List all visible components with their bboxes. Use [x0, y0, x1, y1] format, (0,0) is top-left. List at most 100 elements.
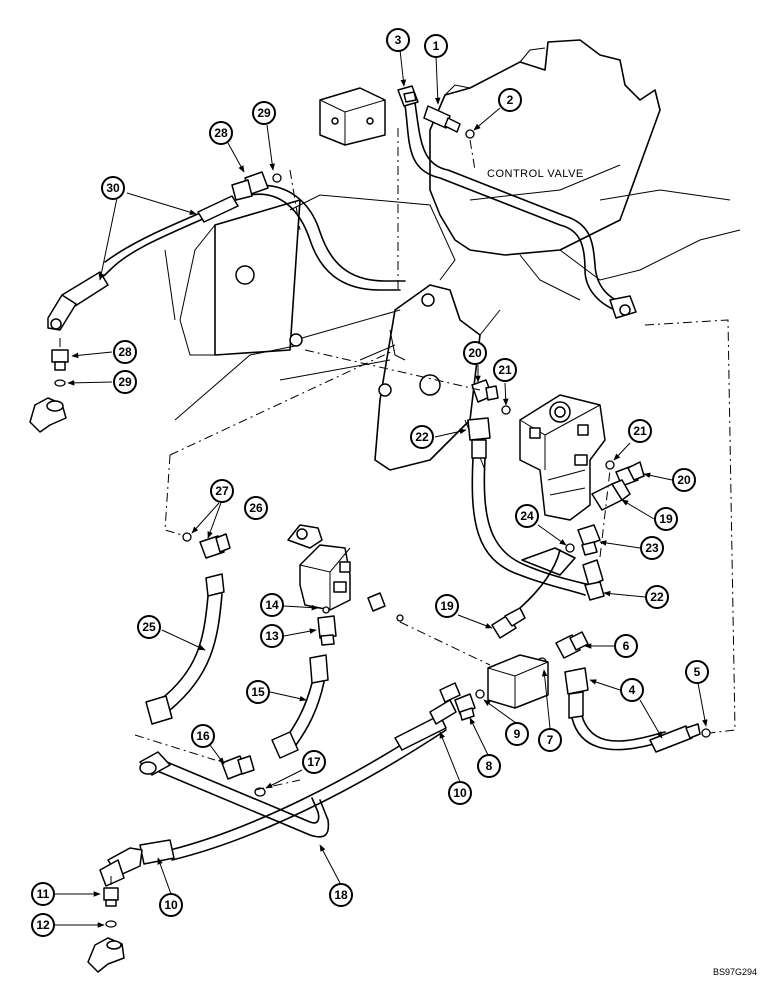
callout-4: 4	[620, 678, 644, 702]
callout-16: 16	[191, 724, 215, 748]
callout-29-top: 29	[252, 101, 276, 125]
hose-15	[271, 654, 329, 759]
control-valve-body	[429, 39, 741, 301]
callout-27: 27	[210, 479, 234, 503]
callout-11-label: 11	[37, 887, 50, 901]
callout-11: 11	[31, 882, 55, 906]
control-valve-label: CONTROL VALVE	[487, 168, 584, 180]
callout-20-left: 20	[463, 341, 487, 365]
fitting-1	[423, 105, 461, 133]
callout-3-label: 3	[395, 33, 402, 47]
callout-30: 30	[101, 176, 125, 200]
solenoid-valve	[287, 524, 351, 611]
callout-2: 2	[498, 88, 522, 112]
hose-30	[47, 195, 239, 331]
callout-10-center-label: 10	[453, 786, 467, 800]
callout-26-label: 26	[249, 501, 263, 515]
fitting-small-center	[367, 592, 386, 612]
callout-22-right: 22	[645, 585, 669, 609]
hose-4	[564, 667, 701, 753]
callout-29-top-label: 29	[257, 106, 271, 120]
center-lines	[59, 128, 736, 886]
callout-10-lower: 10	[159, 893, 183, 917]
callout-19-right: 19	[654, 507, 678, 531]
line-28-to-block	[249, 184, 406, 291]
callout-21-right: 21	[628, 419, 652, 443]
tube-18	[139, 751, 330, 838]
fitting-28-lower	[51, 349, 69, 371]
callout-10-lower-label: 10	[164, 898, 178, 912]
fitting-6	[555, 631, 589, 659]
leader-lines	[55, 49, 708, 928]
line-19-up	[519, 549, 561, 609]
frame-bracket-left	[179, 194, 456, 356]
fitting-28-top	[231, 171, 269, 201]
callout-8-label: 8	[486, 759, 493, 773]
callout-13: 13	[260, 624, 284, 648]
callout-20-right-label: 20	[677, 473, 691, 487]
callout-28-lower-label: 28	[118, 345, 132, 359]
callout-6-label: 6	[623, 639, 630, 653]
oring-21-left	[501, 405, 511, 415]
callout-9: 9	[505, 722, 529, 746]
clamp-bracket	[521, 547, 576, 576]
fitting-20-left	[471, 379, 499, 403]
callout-30-label: 30	[106, 181, 120, 195]
priority-valve	[519, 394, 606, 521]
fitting-13	[317, 615, 337, 646]
fitting-26	[199, 533, 231, 559]
callout-10-center: 10	[448, 781, 472, 805]
callout-1: 1	[424, 34, 448, 58]
callout-22-left-label: 22	[415, 430, 429, 444]
callout-15-label: 15	[251, 685, 265, 699]
callout-8: 8	[477, 754, 501, 778]
hose-10	[99, 714, 447, 887]
callout-21-right-label: 21	[633, 424, 647, 438]
oring-24	[565, 543, 575, 553]
callout-5: 5	[685, 660, 709, 684]
callout-5-label: 5	[694, 665, 701, 679]
callout-19-center-label: 19	[440, 599, 454, 613]
fitting-19-center	[491, 607, 526, 639]
oring-9	[475, 689, 485, 699]
oring-29-top	[272, 173, 282, 183]
callout-12-label: 12	[36, 918, 50, 932]
fitting-23	[577, 524, 601, 556]
top-manifold-block	[319, 87, 386, 146]
callout-13-label: 13	[265, 629, 279, 643]
oring-27	[182, 532, 192, 542]
callout-20-right: 20	[672, 468, 696, 492]
hose-25	[145, 573, 225, 725]
callout-21-left: 21	[493, 358, 517, 382]
reference-code: BS97G294	[713, 967, 757, 977]
callout-6: 6	[614, 634, 638, 658]
callout-17-label: 17	[307, 755, 321, 769]
elbow-port-upper-left	[29, 397, 67, 433]
callout-25-label: 25	[142, 620, 156, 634]
callout-14: 14	[260, 593, 284, 617]
callout-27-label: 27	[215, 484, 229, 498]
callout-26: 26	[244, 496, 268, 520]
callout-28-top: 28	[209, 121, 233, 145]
callout-18: 18	[329, 883, 353, 907]
callout-23-label: 23	[645, 541, 659, 555]
oring-center	[396, 614, 404, 622]
oring-12	[105, 920, 117, 928]
callout-15: 15	[246, 680, 270, 704]
callout-2-label: 2	[507, 93, 514, 107]
oring-17	[254, 787, 266, 797]
callout-16-label: 16	[196, 729, 210, 743]
oring-5	[701, 728, 711, 738]
fitting-11	[103, 887, 119, 907]
callout-1-label: 1	[433, 39, 440, 53]
callout-22-right-label: 22	[650, 590, 664, 604]
callout-12: 12	[31, 913, 55, 937]
callout-21-left-label: 21	[498, 363, 512, 377]
hose-22	[467, 417, 605, 601]
callout-18-label: 18	[334, 888, 348, 902]
callout-9-label: 9	[514, 727, 521, 741]
callout-19-center: 19	[435, 594, 459, 618]
callout-25: 25	[137, 615, 161, 639]
